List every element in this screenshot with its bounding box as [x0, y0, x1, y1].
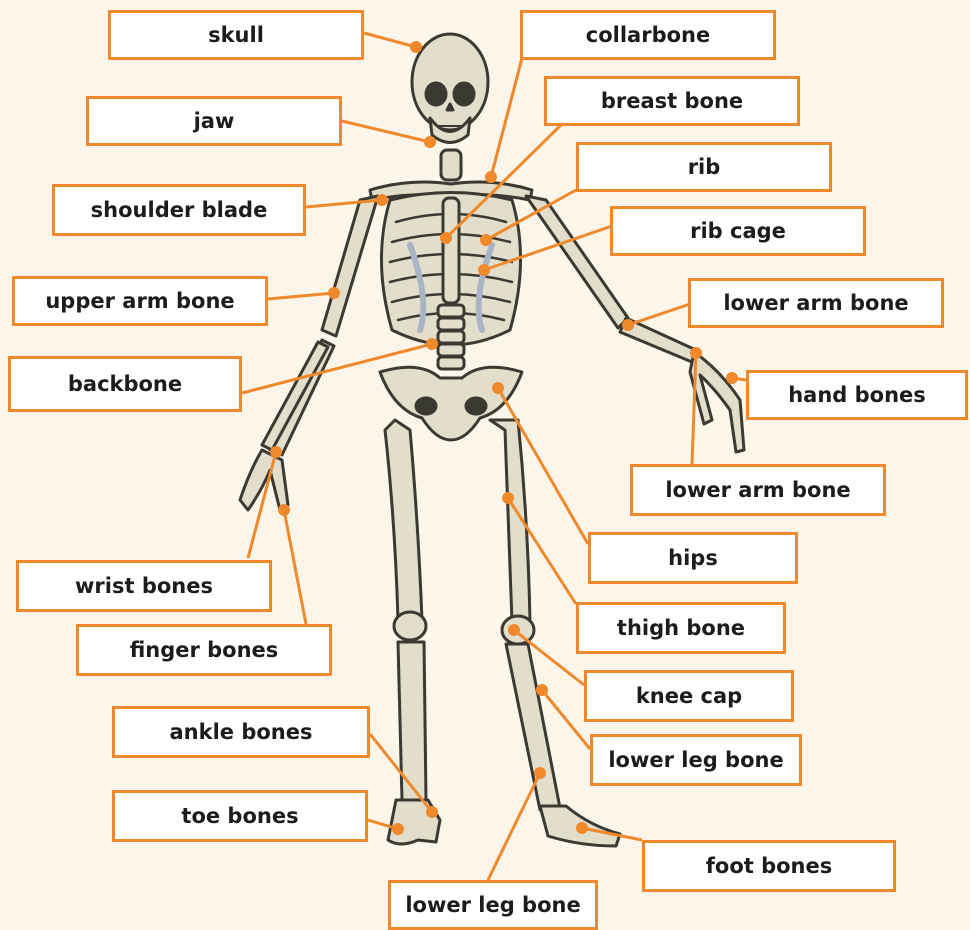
- label-knee-cap: knee cap: [584, 670, 794, 722]
- label-toe-bones: toe bones: [112, 790, 368, 842]
- label-breast-bone: breast bone: [544, 76, 800, 126]
- label-rib-cage: rib cage: [610, 206, 866, 256]
- neck-vertebrae: [441, 150, 461, 180]
- label-lower-arm-bone-lower: lower arm bone: [630, 464, 886, 516]
- label-lower-leg-bone-bottom: lower leg bone: [388, 880, 598, 930]
- label-upper-arm-bone: upper arm bone: [12, 276, 268, 326]
- label-collarbone: collarbone: [520, 10, 776, 60]
- label-backbone: backbone: [8, 356, 242, 412]
- label-ankle-bones: ankle bones: [112, 706, 370, 758]
- spine-shape: [438, 305, 464, 369]
- label-finger-bones: finger bones: [76, 624, 332, 676]
- label-rib: rib: [576, 142, 832, 192]
- label-wrist-bones: wrist bones: [16, 560, 272, 612]
- label-shoulder-blade: shoulder blade: [52, 184, 306, 236]
- breastbone-shape: [443, 198, 459, 303]
- label-skull: skull: [108, 10, 364, 60]
- label-hips: hips: [588, 532, 798, 584]
- label-foot-bones: foot bones: [642, 840, 896, 892]
- label-lower-leg-bone-right: lower leg bone: [590, 734, 802, 786]
- skull-bone: [412, 34, 488, 143]
- left-thigh: [385, 420, 422, 620]
- left-upper-arm: [322, 196, 378, 336]
- right-hand: [690, 352, 744, 452]
- label-lower-arm-bone-right: lower arm bone: [688, 278, 944, 328]
- label-thigh-bone: thigh bone: [576, 602, 786, 654]
- label-jaw: jaw: [86, 96, 342, 146]
- label-hand-bones: hand bones: [746, 370, 968, 420]
